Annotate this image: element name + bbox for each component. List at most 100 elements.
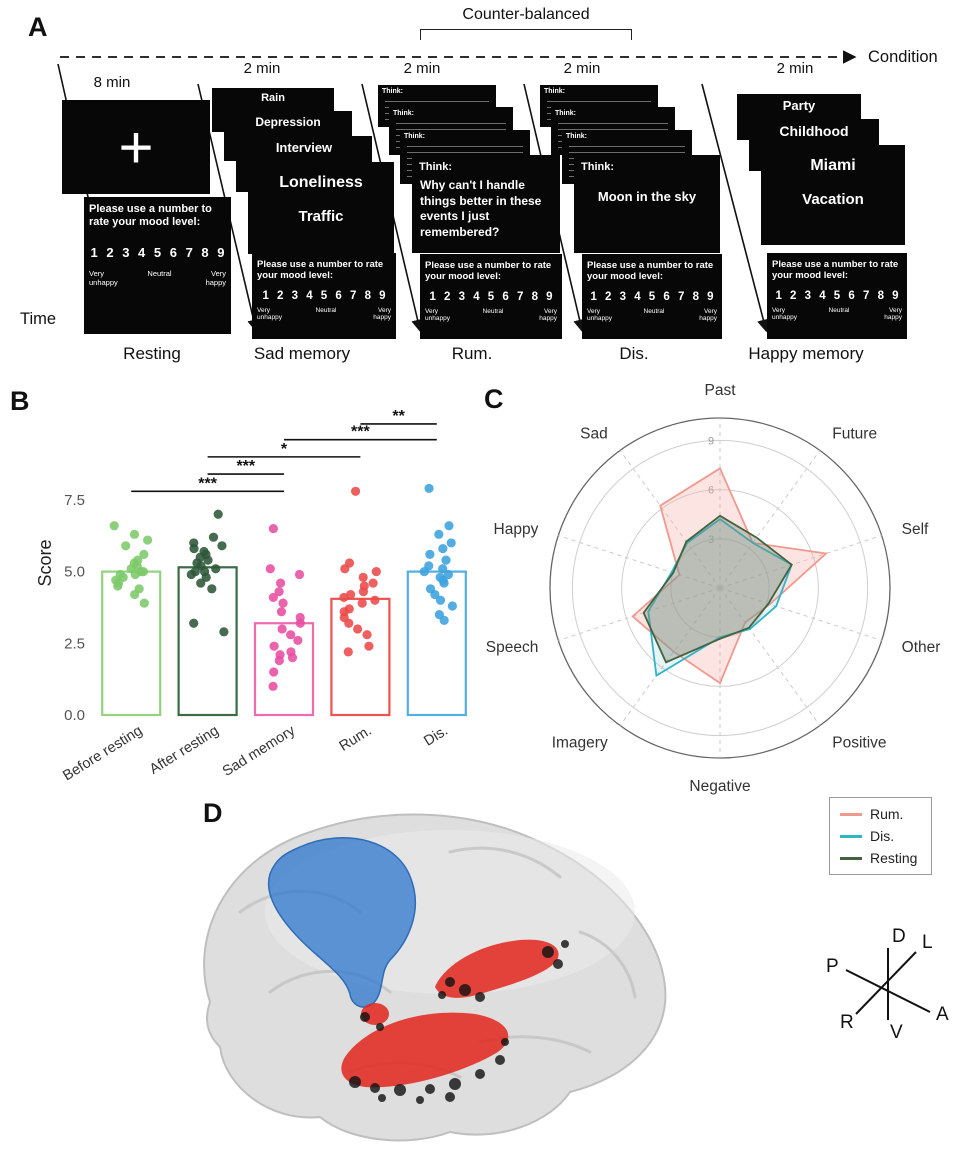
data-point <box>294 569 305 580</box>
x-tick-label: Before resting <box>60 723 145 784</box>
radar-axis-label: Sad <box>580 425 608 442</box>
radar-axis-label: Past <box>704 382 736 399</box>
black-dot-cluster <box>349 940 569 1104</box>
condition-name-resting: Resting <box>123 344 181 363</box>
data-point <box>129 558 139 568</box>
data-point <box>295 618 305 628</box>
time-label: Time <box>20 310 57 328</box>
think-label: Think: <box>393 110 414 117</box>
red-activation-region <box>341 1012 509 1088</box>
panel-c-label: C <box>484 384 504 414</box>
condition-name-sad-memory: Sad memory <box>253 344 351 363</box>
data-point <box>121 541 131 551</box>
condition-name-happy-memory: Happy memory <box>748 344 864 363</box>
data-point <box>269 641 279 651</box>
data-point <box>201 572 211 582</box>
data-point <box>343 647 353 657</box>
legend-label: Resting <box>870 850 918 866</box>
data-point <box>268 592 278 603</box>
data-point <box>430 589 440 600</box>
sequence-arrow <box>701 83 770 333</box>
duration-label: 8 min <box>93 74 131 91</box>
mood-scale: 1 2 3 4 5 6 7 8 9 <box>429 290 553 303</box>
panel-d-label: D <box>203 798 223 828</box>
fixation-cross: + <box>118 113 154 181</box>
think-label: Think: <box>382 88 403 95</box>
mood-prompt: Please use a number to rate your mood le… <box>257 259 384 282</box>
x-tick-label: Sad memory <box>220 722 299 780</box>
radar-legend: Rum.Dis.Resting <box>829 797 933 875</box>
duration-label: 2 min <box>403 60 441 77</box>
cue-word: Interview <box>275 140 333 155</box>
x-tick-label: Rum. <box>337 723 375 755</box>
radar-series-Resting <box>642 514 793 664</box>
bar-Dis. <box>406 570 467 717</box>
bar-After resting <box>177 566 238 717</box>
data-point <box>196 578 206 588</box>
legend-swatch <box>840 856 862 860</box>
data-point <box>339 592 349 603</box>
anchor-very-unhappy: Very unhappy <box>257 306 282 322</box>
data-point <box>274 655 284 666</box>
radar-axis-label: Speech <box>486 639 539 656</box>
radar-grid-circle <box>571 439 869 737</box>
axis-label-posterior: P <box>826 956 839 977</box>
data-point <box>139 549 149 559</box>
mood-rating-screen: Please use a number to rate your mood le… <box>767 253 907 339</box>
data-point <box>109 521 119 531</box>
mood-anchors: Very unhappy Neutral Very happy <box>772 307 902 322</box>
bar-Sad memory <box>253 622 315 717</box>
cue-word: Miami <box>810 157 856 174</box>
mood-prompt: Please use a number to rate your mood le… <box>587 260 714 283</box>
data-point <box>340 564 350 574</box>
data-point <box>211 564 221 574</box>
data-point <box>358 572 368 582</box>
anchor-very-unhappy: Very unhappy <box>89 269 118 287</box>
anchor-very-happy: Very happy <box>884 306 902 322</box>
data-point <box>368 578 378 588</box>
x-tick-label: After resting <box>147 723 222 778</box>
legend-item-Rum.: Rum. <box>840 806 917 822</box>
mood-anchors: Very unhappy Neutral Very happy <box>587 308 717 323</box>
data-point <box>213 509 223 519</box>
anchor-very-unhappy: Very unhappy <box>587 307 612 323</box>
think-label: Think: <box>566 133 587 140</box>
data-point <box>424 483 434 494</box>
data-point <box>130 569 140 580</box>
data-point <box>189 618 199 628</box>
cue-word: Traffic <box>298 208 344 225</box>
think-label: Think: <box>544 88 565 95</box>
data-point <box>143 535 153 545</box>
think-label: Think: <box>581 161 614 173</box>
data-point <box>113 581 123 591</box>
significance-label: * <box>281 441 288 458</box>
data-point <box>208 532 219 542</box>
mood-scale: 1 2 3 4 5 6 7 8 9 <box>590 290 714 303</box>
r-tick-label: 6 <box>708 485 714 497</box>
data-point <box>439 615 449 625</box>
r-tick-label: 9 <box>708 435 714 447</box>
data-point <box>268 681 278 691</box>
anchor-neutral: Neutral <box>482 307 504 315</box>
r-tick-label: 3 <box>708 534 714 546</box>
data-point <box>362 630 372 640</box>
mood-prompt: Please use a number to rate your mood le… <box>425 260 552 283</box>
orientation-lines <box>845 948 931 1020</box>
mood-scale: 1 2 3 4 5 6 7 8 9 <box>775 289 899 302</box>
data-point <box>130 589 140 600</box>
y-axis-label: Score <box>35 539 55 586</box>
anchor-neutral: Neutral <box>828 306 850 314</box>
anchor-very-unhappy: Very unhappy <box>425 307 450 323</box>
data-point <box>276 607 287 617</box>
anchor-neutral: Neutral <box>315 306 337 314</box>
data-point <box>419 567 429 577</box>
orientation-axes: D V P A L R <box>826 926 949 1043</box>
data-point <box>274 587 284 597</box>
data-point <box>439 578 449 588</box>
mood-rating-screen: Please use a number to rate your mood le… <box>582 254 722 339</box>
anchor-very-happy: Very happy <box>373 306 391 322</box>
happy-cue-card-front: Miami Vacation <box>761 145 905 245</box>
condition-name-rum: Rum. <box>451 344 493 363</box>
anchor-very-happy: Very happy <box>539 307 557 323</box>
data-point <box>441 555 451 565</box>
